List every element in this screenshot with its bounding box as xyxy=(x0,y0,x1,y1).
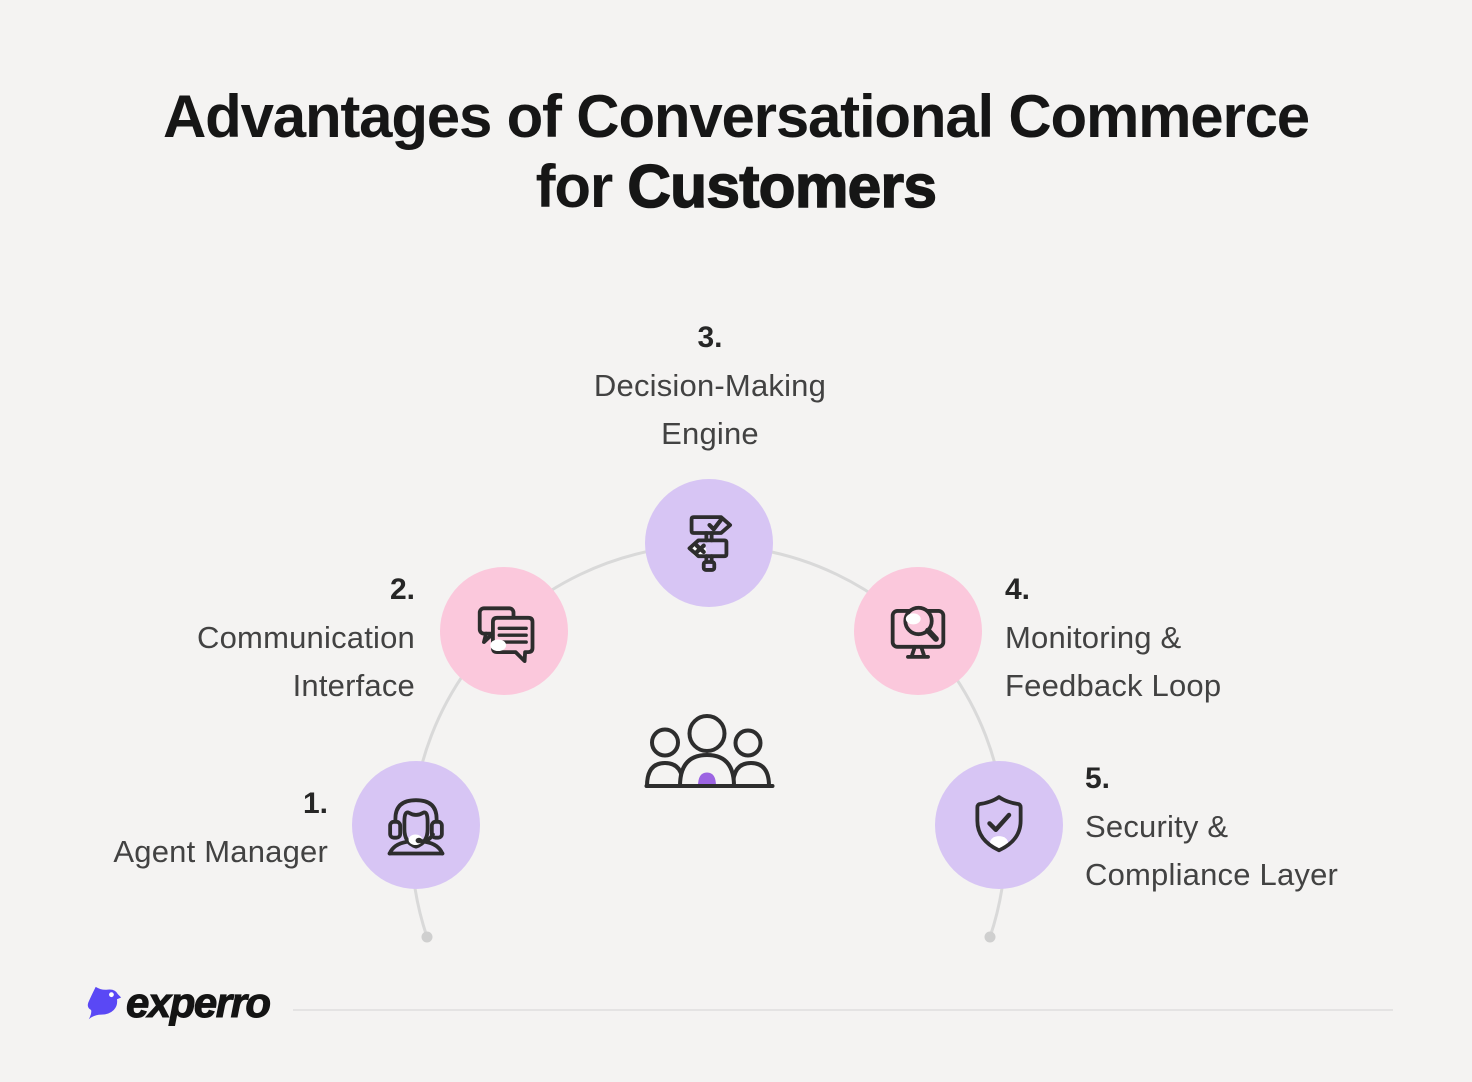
item-1-label-line1: Agent Manager xyxy=(113,834,328,869)
item-3-label-block: 3. Decision-Making Engine xyxy=(460,314,960,458)
experro-logo-text: experro xyxy=(126,979,272,1026)
monitor-magnifier-icon xyxy=(890,605,946,659)
item-2-label-line2: Interface xyxy=(292,668,415,703)
item-1-circle xyxy=(352,761,480,889)
item-4-number: 4. xyxy=(1005,573,1031,606)
item-3-number: 3. xyxy=(697,321,723,354)
item-1-label-block: 1. Agent Manager xyxy=(113,780,328,876)
item-1-number: 1. xyxy=(302,787,328,820)
item-4-label-line1: Monitoring & xyxy=(1005,620,1182,655)
arc-end-dot-left xyxy=(421,931,433,943)
item-5-number: 5. xyxy=(1085,762,1111,795)
experro-bird-icon xyxy=(87,986,122,1020)
title-line2-prefix: for xyxy=(535,153,628,220)
item-5-label-line1: Security & xyxy=(1085,809,1229,844)
item-4-label-block: 4. Monitoring & Feedback Loop xyxy=(1005,566,1221,710)
item-2-number: 2. xyxy=(389,573,415,606)
item-4-label-line2: Feedback Loop xyxy=(1005,668,1222,703)
item-2-label-block: 2. Communication Interface xyxy=(197,566,415,710)
item-3-label-line2: Engine xyxy=(661,416,759,451)
shield-check-icon xyxy=(975,795,1023,853)
experro-logo: experro xyxy=(86,979,272,1026)
item-2-label-line1: Communication xyxy=(197,620,415,655)
signpost-decision-icon xyxy=(687,515,733,572)
arc-end-dot-right xyxy=(984,931,996,943)
item-5-label-line2: Compliance Layer xyxy=(1085,857,1339,892)
item-5-circle xyxy=(935,761,1063,889)
footer-divider-line xyxy=(293,1009,1393,1011)
agent-headset-icon xyxy=(387,798,445,856)
title-line1: Advantages of Conversational Commerce xyxy=(163,83,1310,150)
item-3-label-line1: Decision-Making xyxy=(593,368,827,403)
item-2-circle xyxy=(440,567,568,695)
item-5-label-block: 5. Security & Compliance Layer xyxy=(1085,755,1338,899)
title-line2-emphasis: Customers xyxy=(627,152,938,221)
chat-bubbles-icon xyxy=(477,606,535,663)
item-3-circle xyxy=(645,479,773,607)
customers-group-icon xyxy=(644,705,776,798)
item-4-circle xyxy=(854,567,982,695)
